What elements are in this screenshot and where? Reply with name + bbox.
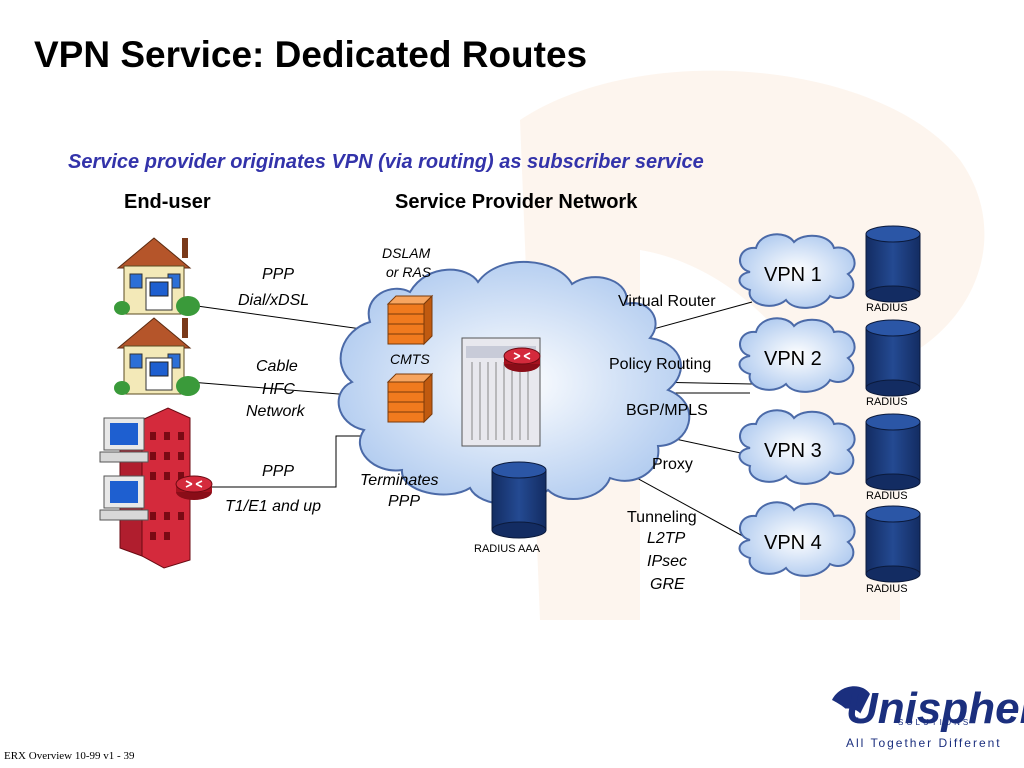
label-t1e1: T1/E1 and up <box>225 498 322 515</box>
label-radius-aaa: RADIUS AAA <box>474 543 541 555</box>
router-icon-building <box>175 475 213 501</box>
label-cmts: CMTS <box>390 351 430 367</box>
label-ppp-dial: PPP <box>262 266 295 283</box>
vpn3-label: VPN 3 <box>764 440 822 462</box>
radius-cylinder-icon-1 <box>865 225 921 303</box>
radius-cylinder-icon-2 <box>865 319 921 397</box>
logo-solutions: SOLUTIONS <box>898 718 972 727</box>
label-l2tp: L2TP <box>647 530 686 547</box>
radius-cylinder-icon-3 <box>865 413 921 491</box>
label-policy-routing: Policy Routing <box>609 356 712 373</box>
vpn1-label: VPN 1 <box>764 264 822 286</box>
computer-icon-2 <box>99 475 149 521</box>
label-proxy: Proxy <box>652 456 693 473</box>
computer-icon-1 <box>99 417 149 463</box>
vpn2-label: VPN 2 <box>764 348 822 370</box>
label-ipsec: IPsec <box>647 553 688 570</box>
label-dialxdsl: Dial/xDSL <box>238 292 310 309</box>
slide-footer: ERX Overview 10-99 v1 - 39 <box>4 750 135 762</box>
dslam-icon <box>387 295 433 345</box>
radius-label-1: RADIUS <box>866 302 908 314</box>
label-virtual-router: Virtual Router <box>618 293 716 310</box>
radius-label-2: RADIUS <box>866 396 908 408</box>
radius-label-3: RADIUS <box>866 490 908 502</box>
label-ppp-t1: PPP <box>262 463 295 480</box>
label-or-ras: or RAS <box>386 264 432 280</box>
header-service-provider-network: Service Provider Network <box>395 191 638 213</box>
logo-tagline: All Together Different <box>846 736 1002 750</box>
slide-subtitle: Service provider originates VPN (via rou… <box>68 151 704 173</box>
radius-label-4: RADIUS <box>866 583 908 595</box>
router-icon-core <box>503 347 541 373</box>
label-network: Network <box>246 403 305 420</box>
header-end-user: End-user <box>124 191 211 213</box>
cmts-icon <box>387 373 433 423</box>
label-terminates-ppp: PPP <box>388 493 421 510</box>
radius-cylinder-icon-4 <box>865 505 921 583</box>
enterprise-building-icon <box>99 407 191 569</box>
unisphere-logo-mark <box>824 674 1020 758</box>
house-icon-1 <box>113 237 201 317</box>
label-bgp-mpls: BGP/MPLS <box>626 402 708 419</box>
slide-title: VPN Service: Dedicated Routes <box>34 34 588 75</box>
label-terminates: Terminates <box>360 472 439 489</box>
label-gre: GRE <box>650 576 685 593</box>
radius-aaa-cylinder-icon <box>491 461 547 539</box>
vpn4-label: VPN 4 <box>764 532 822 554</box>
label-dslam: DSLAM <box>382 245 431 261</box>
label-hfc: HFC <box>262 381 295 398</box>
house-icon-2 <box>113 317 201 397</box>
logo-wordmark: Unisphere <box>846 684 1024 733</box>
label-tunneling: Tunneling <box>627 509 697 526</box>
label-cable: Cable <box>256 358 298 375</box>
